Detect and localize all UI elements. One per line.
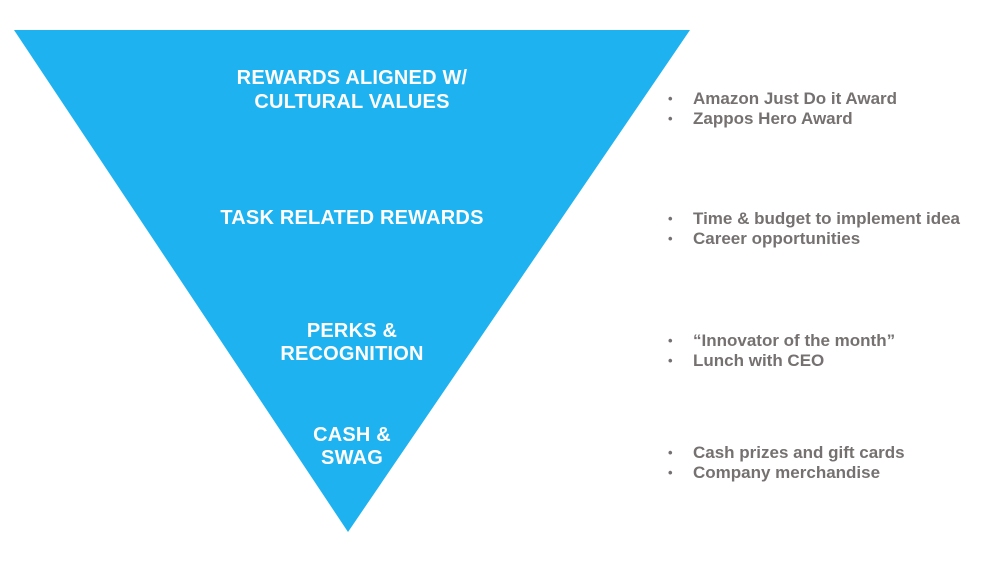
example-text: Company merchandise xyxy=(693,463,881,482)
pyramid-level-3-line-2: RECOGNITION xyxy=(280,343,424,365)
example-text: Time & budget to implement idea xyxy=(693,209,960,228)
pyramid-level-4-line-1: CASH & xyxy=(313,424,391,446)
pyramid-level-3-line-1: PERKS & xyxy=(306,320,398,342)
examples-level-3: • “Innovator of the month” • Lunch with … xyxy=(668,331,988,371)
pyramid-level-4-line-2: SWAG xyxy=(321,447,383,469)
list-item: • “Innovator of the month” xyxy=(668,331,988,351)
bullet-icon: • xyxy=(668,111,673,126)
list-item: • Cash prizes and gift cards xyxy=(668,443,988,463)
pyramid-level-2-label: TASK RELATED REWARDS xyxy=(152,206,552,230)
list-item: • Zappos Hero Award xyxy=(668,109,988,129)
pyramid-level-3-label: PERKS & RECOGNITION xyxy=(152,320,552,366)
pyramid-level-1-line-2: CULTURAL VALUES xyxy=(254,91,450,113)
pyramid-level-1-label: REWARDS ALIGNED W/ CULTURAL VALUES xyxy=(152,66,552,114)
pyramid-level-2-line-1: TASK RELATED REWARDS xyxy=(220,207,484,229)
pyramid-level-4-label: CASH & SWAG xyxy=(152,424,552,470)
pyramid-triangle-shape xyxy=(14,30,690,532)
list-item: • Amazon Just Do it Award xyxy=(668,89,988,109)
example-text: Amazon Just Do it Award xyxy=(693,89,898,108)
list-item: • Lunch with CEO xyxy=(668,351,988,371)
examples-level-2: • Time & budget to implement idea • Care… xyxy=(668,209,988,249)
list-item: • Career opportunities xyxy=(668,229,988,249)
bullet-icon: • xyxy=(668,211,673,226)
example-text: Lunch with CEO xyxy=(693,351,825,370)
examples-level-4: • Cash prizes and gift cards • Company m… xyxy=(668,443,988,483)
list-item: • Company merchandise xyxy=(668,463,988,483)
pyramid-level-1-line-1: REWARDS ALIGNED W/ xyxy=(236,67,468,89)
example-text: Cash prizes and gift cards xyxy=(693,443,905,462)
bullet-icon: • xyxy=(668,231,673,246)
list-item: • Time & budget to implement idea xyxy=(668,209,988,229)
bullet-icon: • xyxy=(668,91,673,106)
example-text: Zappos Hero Award xyxy=(693,109,853,128)
bullet-icon: • xyxy=(668,465,673,480)
example-text: “Innovator of the month” xyxy=(693,331,896,350)
bullet-icon: • xyxy=(668,333,673,348)
examples-level-1: • Amazon Just Do it Award • Zappos Hero … xyxy=(668,89,988,129)
bullet-icon: • xyxy=(668,445,673,460)
bullet-icon: • xyxy=(668,353,673,368)
example-text: Career opportunities xyxy=(693,229,861,248)
